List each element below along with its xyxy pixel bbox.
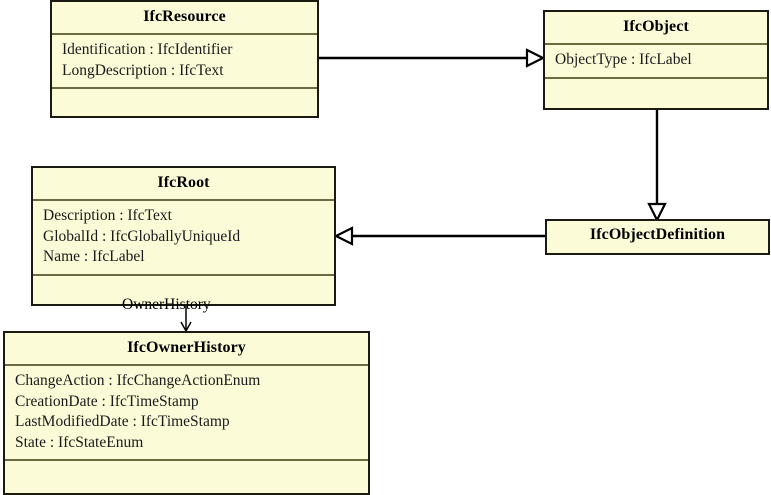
class-box-ifc-resource[interactable]: IfcResource Identification : IfcIdentifi… (50, 0, 319, 118)
class-attributes-ifc-resource: Identification : IfcIdentifier LongDescr… (52, 33, 317, 87)
edge-object-to-objectdefinition (647, 110, 667, 223)
class-box-ifc-object-definition[interactable]: IfcObjectDefinition (545, 219, 770, 255)
class-operations-ifc-owner-history (5, 459, 368, 478)
class-box-ifc-owner-history[interactable]: IfcOwnerHistory ChangeAction : IfcChange… (3, 331, 370, 495)
attribute-row: State : IfcStateEnum (15, 433, 144, 451)
attribute-row: ChangeAction : IfcChangeActionEnum (15, 372, 261, 389)
attribute-row: Name : IfcLabel (43, 248, 145, 265)
class-name-ifc-owner-history: IfcOwnerHistory (127, 339, 246, 356)
attribute-row: Identification : IfcIdentifier (62, 41, 233, 58)
class-name-ifc-object-definition: IfcObjectDefinition (589, 226, 726, 243)
class-operations-ifc-root (33, 273, 334, 293)
attribute-row: LongDescription : IfcText (62, 61, 224, 79)
class-name-ifc-object: IfcObject (623, 18, 689, 35)
attribute-row: GlobalId : IfcGloballyUniqueId (43, 227, 241, 245)
class-name-ifc-root: IfcRoot (157, 174, 210, 191)
class-box-ifc-object[interactable]: IfcObject ObjectType : IfcLabel (543, 10, 769, 110)
class-name-ifc-resource: IfcResource (143, 8, 226, 25)
attribute-row: LastModifiedDate : IfcTimeStamp (15, 413, 230, 430)
attribute-row: Description : IfcText (43, 207, 172, 224)
edge-objectdefinition-to-root (333, 226, 545, 246)
class-operations-ifc-object (545, 76, 767, 96)
edge-resource-to-object (319, 48, 546, 68)
edge-label-owner-history: OwnerHistory (122, 296, 211, 313)
class-attributes-ifc-object: ObjectType : IfcLabel (545, 43, 767, 77)
class-box-ifc-root[interactable]: IfcRoot Description : IfcText GlobalId :… (31, 166, 336, 306)
class-operations-ifc-resource (52, 87, 317, 106)
attribute-row: CreationDate : IfcTimeStamp (15, 392, 199, 410)
class-attributes-ifc-root: Description : IfcText GlobalId : IfcGlob… (33, 199, 334, 274)
attribute-row: ObjectType : IfcLabel (555, 51, 692, 68)
class-attributes-ifc-owner-history: ChangeAction : IfcChangeActionEnum Creat… (5, 364, 368, 459)
